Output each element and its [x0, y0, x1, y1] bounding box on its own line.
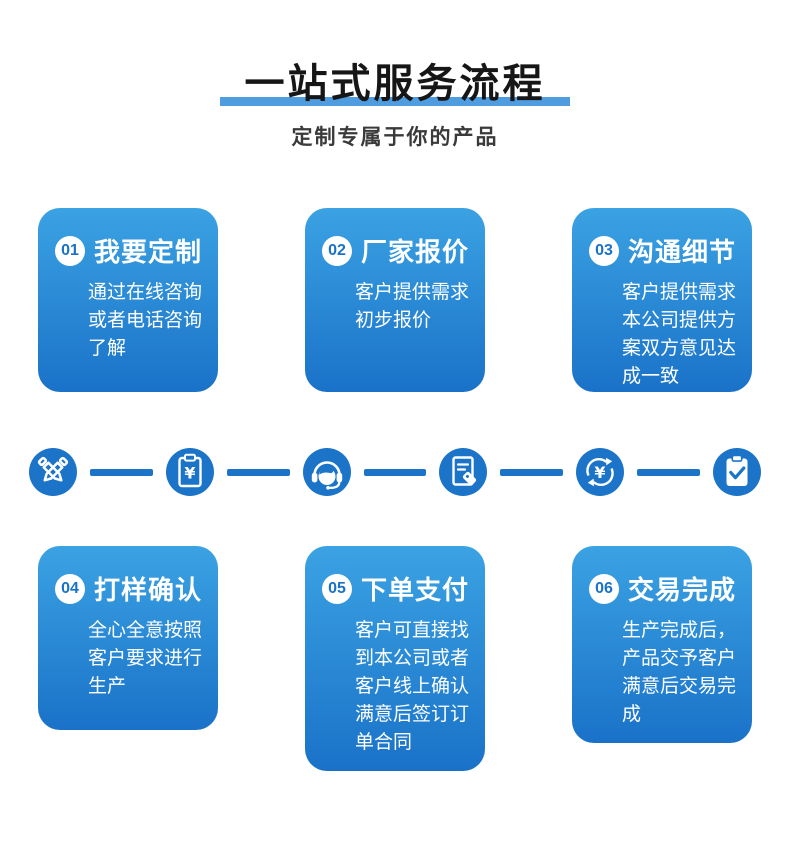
step-number-badge: 06 [589, 573, 619, 604]
connector-line [90, 468, 153, 476]
svg-text:¥: ¥ [184, 464, 195, 483]
step-description: 客户提供需求本公司提供方案双方意见达成一致 [622, 282, 737, 387]
step-title: 交易完成 [628, 575, 737, 605]
step-card-3: 03 沟通细节 客户提供需求本公司提供方案双方意见达成一致 [572, 208, 752, 392]
complete-clipboard-icon [712, 448, 761, 496]
order-document-icon [439, 448, 488, 496]
page-title: 一站式服务流程 [244, 62, 546, 106]
step-title: 打样确认 [94, 575, 203, 605]
step-description: 客户提供需求初步报价 [355, 282, 470, 331]
connector-line [500, 468, 564, 476]
connector-line [363, 468, 427, 476]
step-card-1: 01 我要定制 通过在线咨询或者电话咨询了解 [38, 208, 218, 392]
title-wrap: 一站式服务流程 [220, 60, 570, 108]
step-title: 沟通细节 [628, 237, 737, 267]
quote-bill-icon: ¥ [165, 448, 214, 496]
step-card-6: 06 交易完成 生产完成后，产品交予客户满意后交易完成 [572, 546, 752, 743]
step-description: 生产完成后，产品交予客户满意后交易完成 [622, 620, 737, 725]
flow-icon-row: ¥ [0, 448, 790, 496]
step-number-badge: 04 [55, 573, 85, 604]
title-underline-bar [220, 97, 570, 106]
step-title: 下单支付 [361, 575, 470, 605]
step-card-head: 06 交易完成 [589, 570, 738, 607]
step-card-5: 05 下单支付 客户可直接找到本公司或者客户线上确认满意后签订订单合同 [305, 546, 485, 771]
step-card-2: 02 厂家报价 客户提供需求初步报价 [305, 208, 485, 392]
step-card-head: 05 下单支付 [322, 570, 471, 607]
section-header: 一站式服务流程 定制专属于你的产品 [0, 0, 790, 152]
step-card-head: 03 沟通细节 [589, 232, 738, 269]
service-flow-section: 一站式服务流程 定制专属于你的产品 01 我要定制 通过在线咨询或者电话咨询了解… [0, 0, 790, 771]
connector-line [637, 468, 700, 476]
design-tools-icon [29, 448, 77, 496]
customer-service-icon [302, 448, 351, 496]
step-description: 客户可直接找到本公司或者客户线上确认满意后签订订单合同 [355, 620, 470, 753]
payment-exchange-icon: ¥ [576, 448, 625, 496]
step-number-badge: 05 [322, 573, 352, 604]
step-description: 全心全意按照客户要求进行生产 [88, 620, 203, 697]
step-number-badge: 01 [55, 235, 85, 266]
step-number-badge: 02 [322, 235, 352, 266]
page-subtitle: 定制专属于你的产品 [291, 126, 499, 149]
step-title: 我要定制 [94, 237, 203, 267]
svg-text:¥: ¥ [595, 463, 606, 482]
step-card-head: 01 我要定制 [55, 232, 204, 269]
step-card-4: 04 打样确认 全心全意按照客户要求进行生产 [38, 546, 218, 730]
step-card-head: 04 打样确认 [55, 570, 204, 607]
steps-row-top: 01 我要定制 通过在线咨询或者电话咨询了解 02 厂家报价 客户提供需求初步报… [0, 208, 790, 392]
connector-line [226, 468, 290, 476]
step-card-head: 02 厂家报价 [322, 232, 471, 269]
step-title: 厂家报价 [361, 237, 470, 267]
step-description: 通过在线咨询或者电话咨询了解 [88, 282, 203, 359]
step-number-badge: 03 [589, 235, 619, 266]
steps-row-bottom: 04 打样确认 全心全意按照客户要求进行生产 05 下单支付 客户可直接找到本公… [0, 546, 790, 771]
